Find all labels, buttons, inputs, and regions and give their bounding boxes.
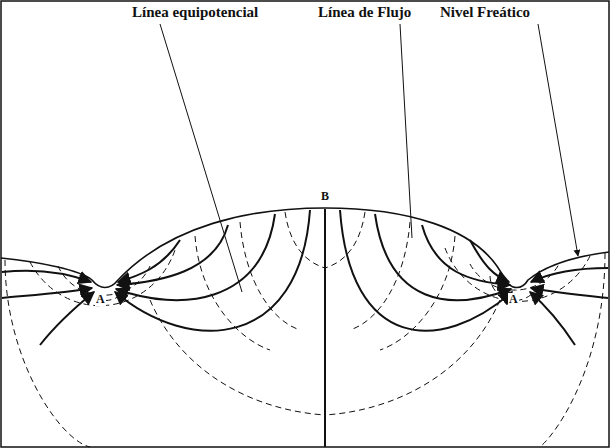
leader-label: Línea equipotencial [132,4,258,21]
point-label: B [320,190,330,203]
point-label: A [95,293,106,306]
leader-label: Nivel Freático [440,4,530,21]
point-label: A [508,293,519,306]
flow-lines [2,209,608,447]
leader-label: Línea de Flujo [318,4,411,21]
leader-lines [160,24,578,292]
